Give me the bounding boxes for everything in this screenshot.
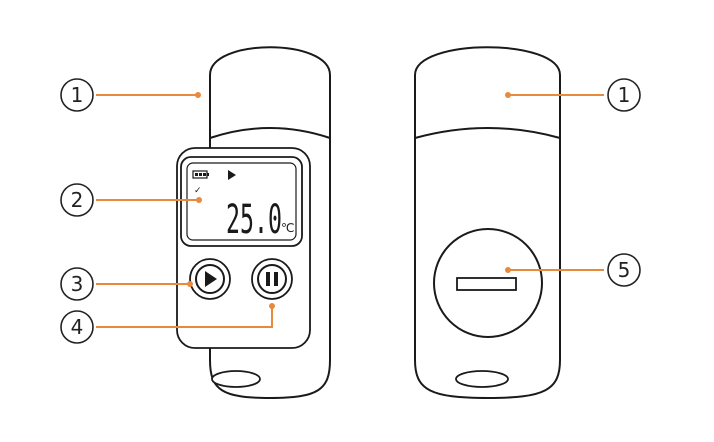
leader-dots — [187, 92, 511, 309]
back-body-outline — [414, 46, 561, 400]
pause-button-icon[interactable] — [251, 258, 293, 300]
leader-lines — [96, 94, 604, 328]
battery-cover-slot — [456, 277, 517, 291]
front-lanyard-slot — [211, 370, 261, 388]
callout-2: 2 — [60, 183, 94, 217]
svg-text:1: 1 — [71, 83, 84, 107]
svg-text:3: 3 — [71, 272, 84, 296]
temperature-reading: 25.0 — [226, 197, 282, 243]
play-triangle-icon — [228, 170, 236, 180]
temperature-unit: ℃ — [281, 221, 294, 235]
battery-icon — [192, 170, 209, 179]
back-lanyard-slot — [455, 370, 509, 388]
check-mark-indicator: ✓ — [194, 186, 202, 196]
callout-1-back: 1 — [607, 78, 641, 112]
callout-1-front: 1 — [60, 78, 94, 112]
callout-3: 3 — [60, 267, 94, 301]
svg-text:2: 2 — [71, 188, 84, 212]
front-cap-seam — [209, 127, 331, 139]
svg-text:4: 4 — [71, 315, 84, 339]
svg-text:5: 5 — [618, 258, 631, 282]
front-view: ✓ 25.0 ℃ — [176, 46, 331, 400]
back-view — [414, 46, 561, 400]
back-cap-seam — [414, 127, 561, 139]
lcd-screen — [186, 162, 297, 241]
callout-4: 4 — [60, 310, 94, 344]
callout-5: 5 — [607, 253, 641, 287]
leader-4 — [96, 306, 273, 328]
svg-text:1: 1 — [618, 83, 631, 107]
play-button-icon[interactable] — [189, 258, 231, 300]
